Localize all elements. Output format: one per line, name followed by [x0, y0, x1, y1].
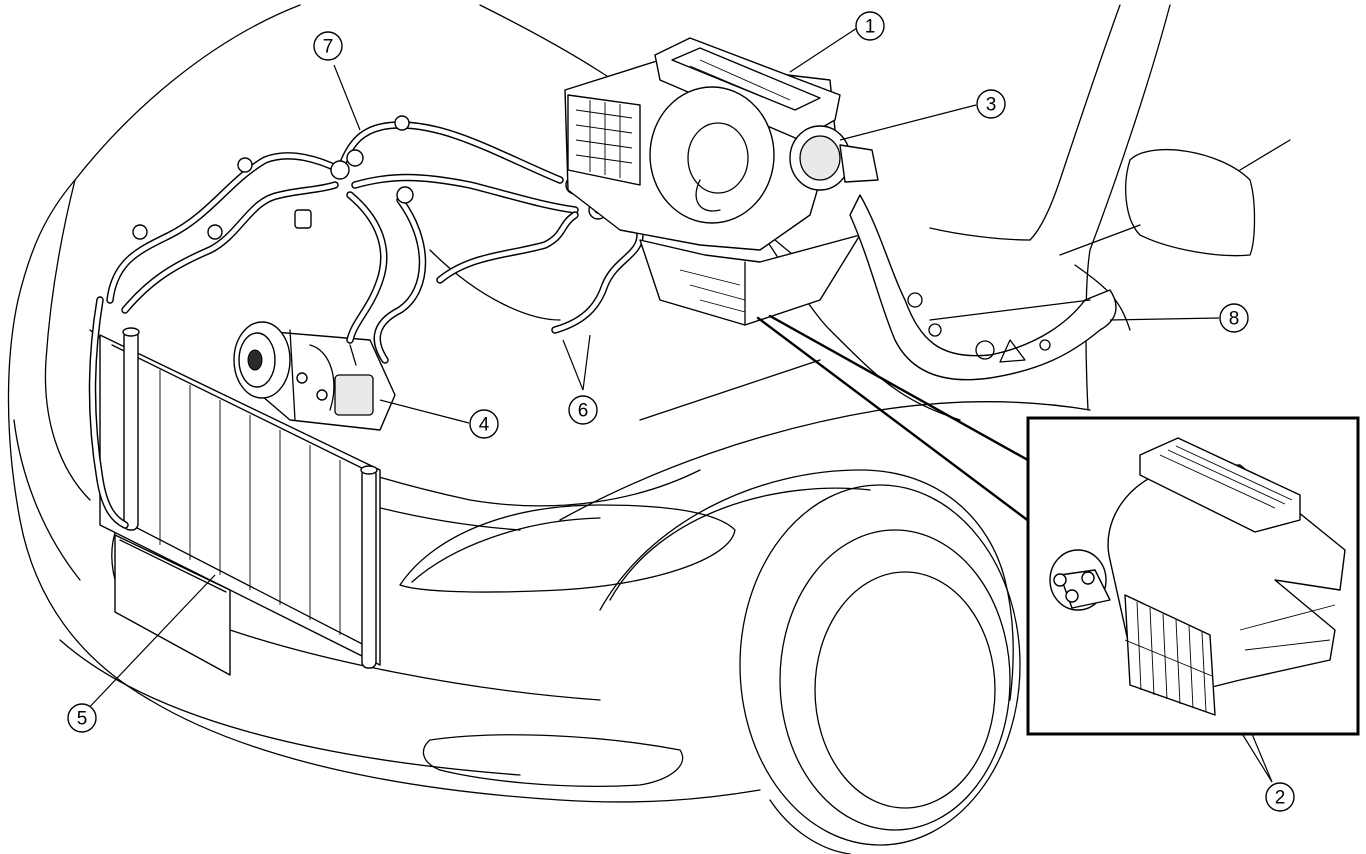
callout-6-label: 6 [578, 401, 589, 422]
callout-6: 6 [568, 395, 598, 425]
callout-4: 4 [469, 409, 499, 439]
callout-3: 3 [976, 89, 1006, 119]
callout-1-label: 1 [865, 17, 876, 38]
callout-2: 2 [1265, 782, 1295, 812]
callout-7-label: 7 [323, 37, 334, 58]
callout-7: 7 [313, 31, 343, 61]
callout-1: 1 [855, 11, 885, 41]
condenser [99, 327, 381, 676]
callout-8: 8 [1219, 303, 1249, 333]
heater-unit [564, 37, 879, 326]
rear-duct [849, 194, 1117, 381]
inset-detail [1026, 416, 1360, 736]
compressor [233, 321, 396, 431]
callout-2-label: 2 [1275, 788, 1286, 809]
callout-4-label: 4 [479, 415, 490, 436]
callout-5-label: 5 [77, 709, 88, 730]
callout-8-label: 8 [1229, 309, 1240, 330]
filter-pleats [1136, 601, 1207, 713]
callout-5: 5 [67, 703, 97, 733]
car-body-outline [7, 4, 1291, 854]
vent-grille [575, 100, 633, 178]
callout-3-label: 3 [986, 95, 997, 116]
heater-hoses [436, 206, 644, 334]
